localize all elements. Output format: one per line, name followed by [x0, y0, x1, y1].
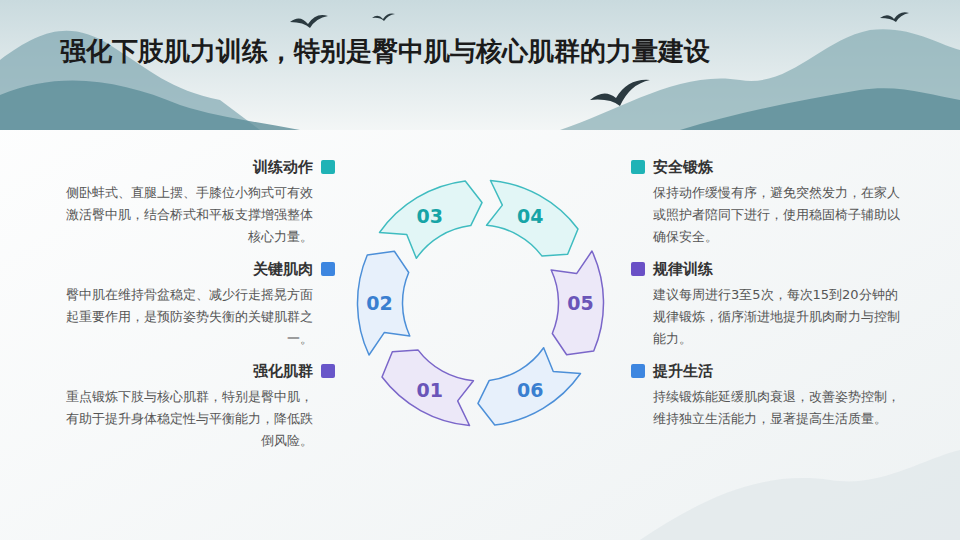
- step-number: 05: [567, 292, 593, 314]
- text-card: 提升生活持续锻炼能延缓肌肉衰退，改善姿势控制，维持独立生活能力，显著提高生活质量…: [631, 360, 921, 430]
- swallow: [372, 14, 395, 21]
- marker-square: [321, 364, 335, 378]
- card-header: 安全锻炼: [631, 156, 921, 178]
- mountain: [0, 81, 300, 130]
- swallow: [590, 80, 650, 106]
- cycle-segment: 03: [360, 146, 500, 286]
- arrow-segment: [382, 350, 473, 426]
- text-card: 关键肌肉臀中肌在维持骨盆稳定、减少行走摇晃方面起重要作用，是预防姿势失衡的关键肌…: [45, 258, 335, 350]
- text-card: 训练动作侧卧蚌式、直腿上摆、手膝位小狗式可有效激活臀中肌，结合桥式和平板支撑增强…: [45, 156, 335, 248]
- text-card: 规律训练建议每周进行3至5次，每次15到20分钟的规律锻炼，循序渐进地提升肌肉耐…: [631, 258, 921, 350]
- card-heading: 提升生活: [653, 360, 713, 382]
- card-body: 持续锻炼能延缓肌肉衰退，改善姿势控制，维持独立生活能力，显著提高生活质量。: [653, 386, 901, 430]
- text-card: 强化肌群重点锻炼下肢与核心肌群，特别是臀中肌，有助于提升身体稳定性与平衡能力，降…: [45, 360, 335, 452]
- mist-hill: [640, 450, 960, 540]
- card-header: 提升生活: [631, 360, 921, 382]
- card-header: 关键肌肉: [45, 258, 335, 280]
- card-body: 侧卧蚌式、直腿上摆、手膝位小狗式可有效激活臀中肌，结合桥式和平板支撑增强整体核心…: [65, 182, 313, 248]
- card-body: 臀中肌在维持骨盆稳定、减少行走摇晃方面起重要作用，是预防姿势失衡的关键肌群之一。: [65, 284, 313, 350]
- step-number: 04: [517, 205, 543, 227]
- marker-square: [321, 160, 335, 174]
- swallow: [880, 12, 909, 22]
- card-heading: 训练动作: [253, 156, 313, 178]
- card-heading: 强化肌群: [253, 360, 313, 382]
- marker-square: [631, 160, 645, 174]
- cycle-segment: 06: [460, 320, 600, 460]
- text-card: 安全锻炼保持动作缓慢有序，避免突然发力，在家人或照护者陪同下进行，使用稳固椅子辅…: [631, 156, 921, 248]
- arrow-segment: [487, 180, 578, 256]
- card-heading: 规律训练: [653, 258, 713, 280]
- arrow-segment: [379, 181, 482, 258]
- marker-square: [321, 262, 335, 276]
- card-heading: 安全锻炼: [653, 156, 713, 178]
- cycle-segment: 01: [360, 320, 500, 460]
- cycle-segment: 04: [460, 146, 600, 286]
- step-number: 01: [417, 379, 443, 401]
- arrow-segment: [478, 348, 581, 425]
- card-header: 规律训练: [631, 258, 921, 280]
- card-body: 保持动作缓慢有序，避免突然发力，在家人或照护者陪同下进行，使用稳固椅子辅助以确保…: [653, 182, 901, 248]
- cycle-segment: 05: [511, 233, 651, 373]
- cycle-segment: 02: [310, 233, 450, 373]
- marker-square: [631, 364, 645, 378]
- slide-title: 强化下肢肌力训练，特别是臀中肌与核心肌群的力量建设: [60, 34, 710, 69]
- card-body: 重点锻炼下肢与核心肌群，特别是臀中肌，有助于提升身体稳定性与平衡能力，降低跌倒风…: [65, 386, 313, 452]
- card-body: 建议每周进行3至5次，每次15到20分钟的规律锻炼，循序渐进地提升肌肉耐力与控制…: [653, 284, 901, 350]
- step-number: 03: [417, 205, 443, 227]
- step-number: 06: [517, 379, 543, 401]
- banner: [0, 0, 960, 130]
- mountain: [680, 88, 960, 130]
- swallow: [290, 15, 328, 28]
- arrow-segment: [357, 251, 409, 355]
- card-heading: 关键肌肉: [253, 258, 313, 280]
- card-header: 强化肌群: [45, 360, 335, 382]
- step-number: 02: [366, 292, 392, 314]
- card-header: 训练动作: [45, 156, 335, 178]
- marker-square: [631, 262, 645, 276]
- arrow-segment: [551, 251, 603, 355]
